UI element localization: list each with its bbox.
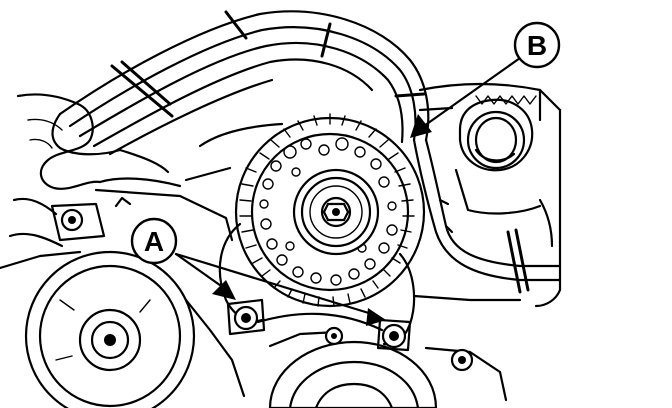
- bolt-upper-left: [60, 208, 84, 232]
- misc-bolts: [60, 196, 474, 372]
- fluid-reservoir-cap: [454, 98, 542, 215]
- alternator-mounting-bolt-right: [376, 318, 412, 352]
- lower-center-pulley: [268, 340, 438, 408]
- engine-block-outline: [0, 82, 562, 402]
- bolt-bottom-center: [324, 326, 344, 346]
- callout-b-label: B: [527, 30, 547, 61]
- bolt-lower-right: [450, 348, 474, 372]
- callout-a: A: [130, 217, 386, 326]
- callout-a-arrowhead-right: [366, 308, 386, 326]
- alternator: [218, 113, 426, 346]
- callout-b-arrowhead: [410, 114, 432, 138]
- callout-a-arrowhead-left: [212, 280, 236, 300]
- alternator-pulley: [292, 168, 380, 256]
- lower-left-pulley: [24, 250, 196, 408]
- bracket-tab: [114, 196, 132, 208]
- mounting-bracket: [256, 312, 384, 332]
- callout-b: B: [410, 21, 561, 138]
- alternator-mounting-bolt-left: [226, 298, 266, 336]
- callout-a-label: A: [144, 226, 164, 257]
- wiring-harness: [51, 10, 562, 294]
